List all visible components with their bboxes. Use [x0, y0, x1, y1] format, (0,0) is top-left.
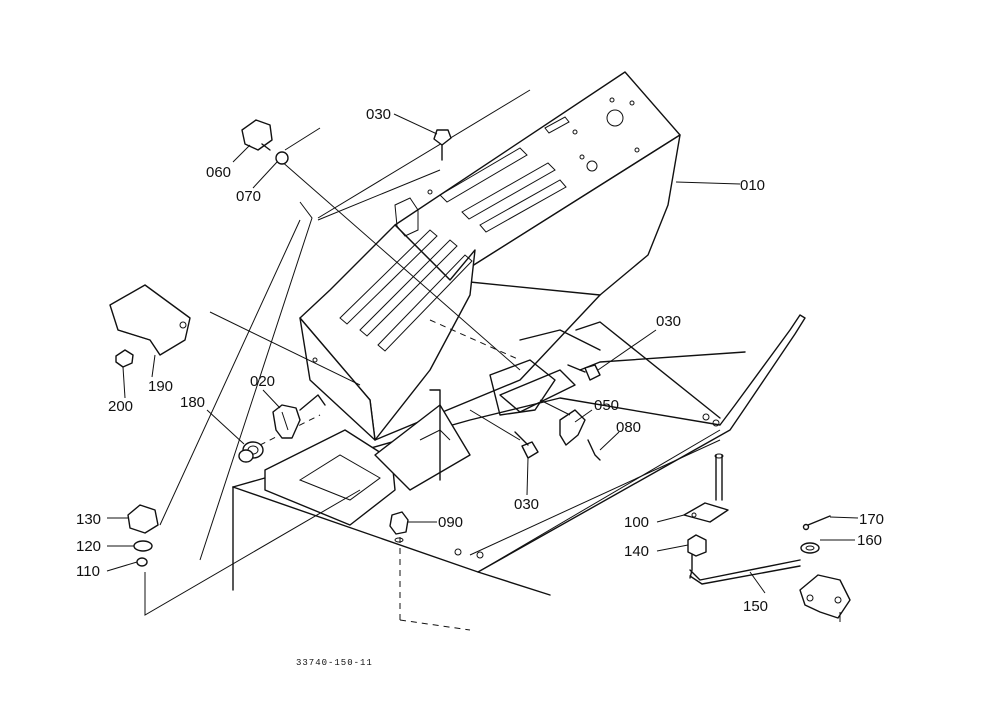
label-080: 080: [616, 419, 641, 436]
grommet-180-shape: [238, 441, 264, 463]
knob-060-shape: [241, 119, 289, 165]
label-120: 120: [76, 538, 101, 555]
label-160: 160: [857, 532, 882, 549]
knob-130-shape: [127, 504, 159, 567]
cover-190-shape: [109, 284, 191, 356]
label-140: 140: [624, 543, 649, 560]
floor-plate: [264, 329, 601, 526]
label-030-low: 030: [514, 496, 539, 513]
linkage-assembly: [683, 453, 851, 622]
lever-guide-panel: [299, 71, 681, 441]
label-030-right: 030: [656, 313, 681, 330]
label-020: 020: [250, 373, 275, 390]
label-190: 190: [148, 378, 173, 395]
label-070: 070: [236, 188, 261, 205]
label-180: 180: [180, 394, 205, 411]
bolt-030-top: [433, 129, 452, 161]
drawing-number: 33740-150-11: [296, 658, 373, 668]
label-100: 100: [624, 514, 649, 531]
clip-050-shape: [539, 399, 586, 446]
fitting-090-shape: [389, 511, 409, 543]
label-110: 110: [76, 563, 100, 580]
label-030-top: 030: [366, 106, 391, 123]
label-170: 170: [859, 511, 884, 528]
label-050: 050: [594, 397, 619, 414]
bolt-200-shape: [115, 349, 134, 368]
clip-020-shape: [272, 394, 326, 439]
leader-lines: [106, 113, 859, 594]
label-150: 150: [743, 598, 768, 615]
label-200: 200: [108, 398, 133, 415]
bolt-030-low-shape: [514, 431, 539, 459]
label-010: 010: [740, 177, 765, 194]
bolt-030-right-shape: [567, 364, 601, 381]
label-060: 060: [206, 164, 231, 181]
assembly-lines: [144, 89, 531, 616]
pin-080-shape: [587, 439, 601, 461]
label-130: 130: [76, 511, 101, 528]
label-090: 090: [438, 514, 463, 531]
part-labels: 030 010 060 070 190 200 020 180 030 050 …: [76, 106, 884, 615]
center-link: [499, 351, 746, 413]
base-floor-plate: [232, 314, 806, 631]
